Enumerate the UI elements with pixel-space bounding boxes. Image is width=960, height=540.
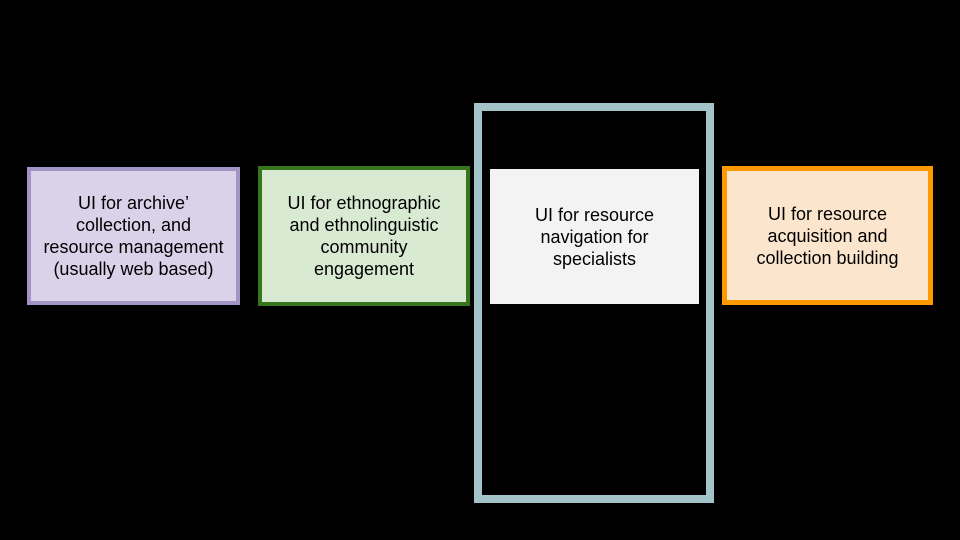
box-archive-management-label: UI for archive’ collection, and resource…	[43, 193, 224, 279]
box-resource-navigation: UI for resource navigation for specialis…	[489, 168, 700, 305]
box-community-engagement-label: UI for ethnographic and ethnolinguistic …	[287, 193, 441, 279]
box-community-engagement: UI for ethnographic and ethnolinguistic …	[258, 166, 470, 306]
highlight-frame	[474, 103, 714, 503]
box-resource-navigation-label: UI for resource navigation for specialis…	[534, 204, 655, 269]
box-resource-acquisition-label: UI for resource acquisition and collecti…	[756, 203, 899, 268]
box-resource-acquisition: UI for resource acquisition and collecti…	[722, 166, 933, 305]
box-archive-management: UI for archive’ collection, and resource…	[27, 167, 240, 305]
